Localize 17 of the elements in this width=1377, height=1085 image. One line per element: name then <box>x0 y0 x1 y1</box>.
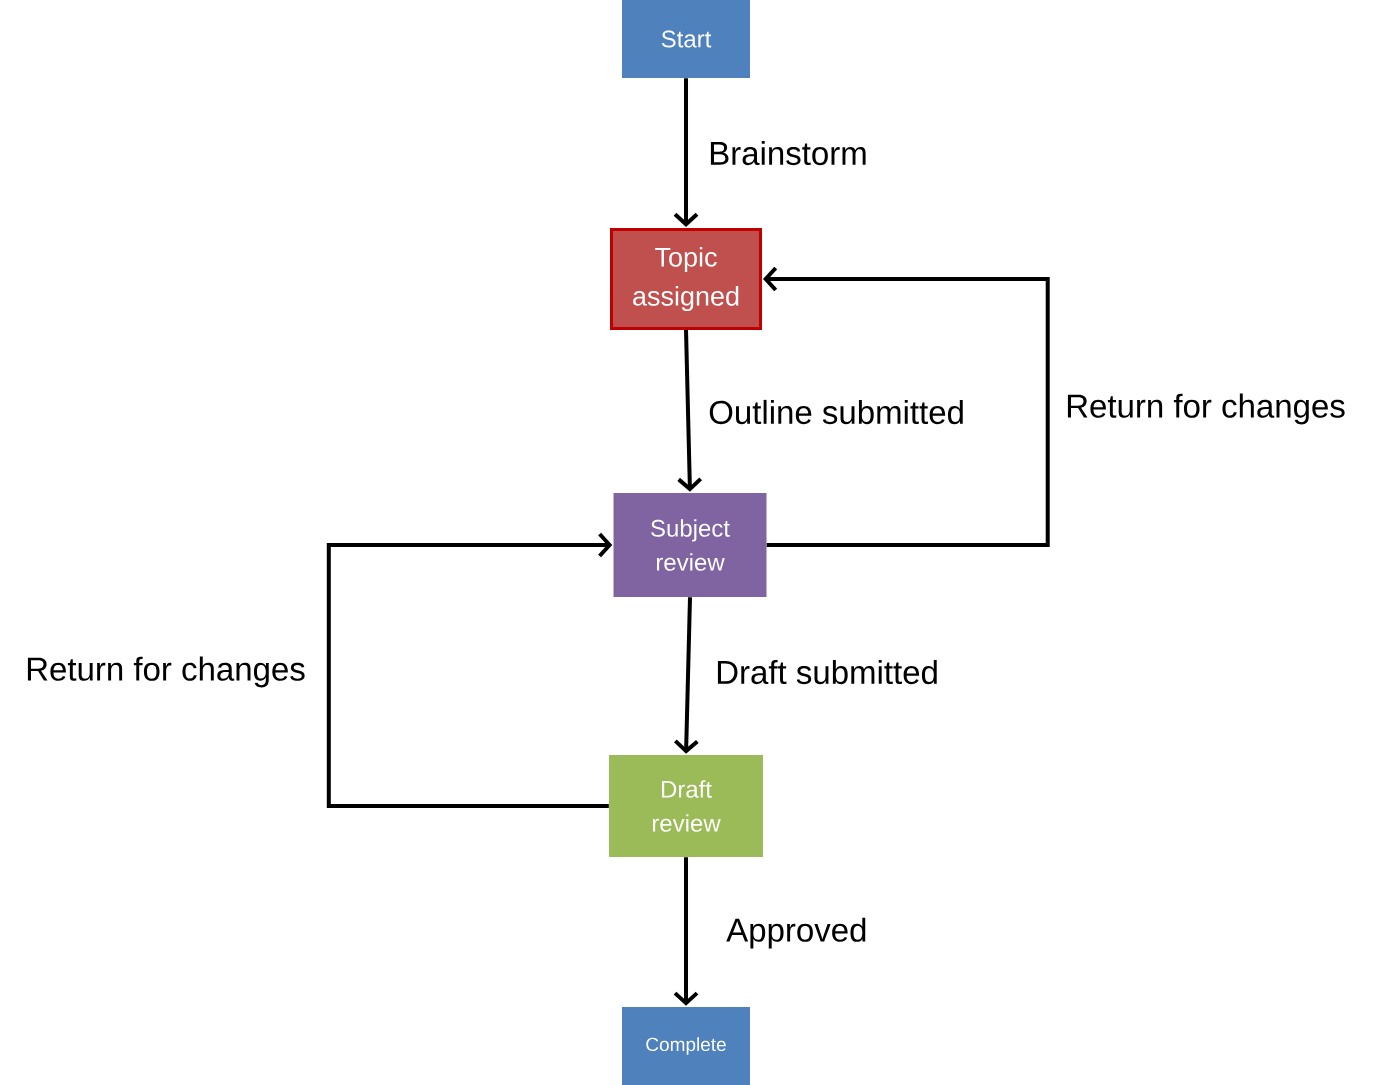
edge-label: Return for changes <box>24 655 307 689</box>
arrow <box>677 329 703 492</box>
edge-label: Brainstorm <box>707 139 869 167</box>
arrow <box>326 532 613 808</box>
edge-label: Return for changes <box>1064 392 1347 426</box>
arrow <box>763 266 1050 547</box>
process-box: Start <box>622 0 750 78</box>
edge-label: Outline submitted <box>707 398 966 426</box>
edge-label: Draft submitted <box>714 658 940 686</box>
arrow <box>673 857 699 1006</box>
arrow <box>673 597 699 754</box>
edge-label: Approved <box>725 916 869 950</box>
arrow <box>673 78 699 227</box>
process-box: Topic assigned <box>610 228 762 330</box>
process-box: Draft review <box>609 755 763 857</box>
process-box: Complete <box>622 1007 750 1085</box>
process-box: Subject review <box>613 493 767 597</box>
